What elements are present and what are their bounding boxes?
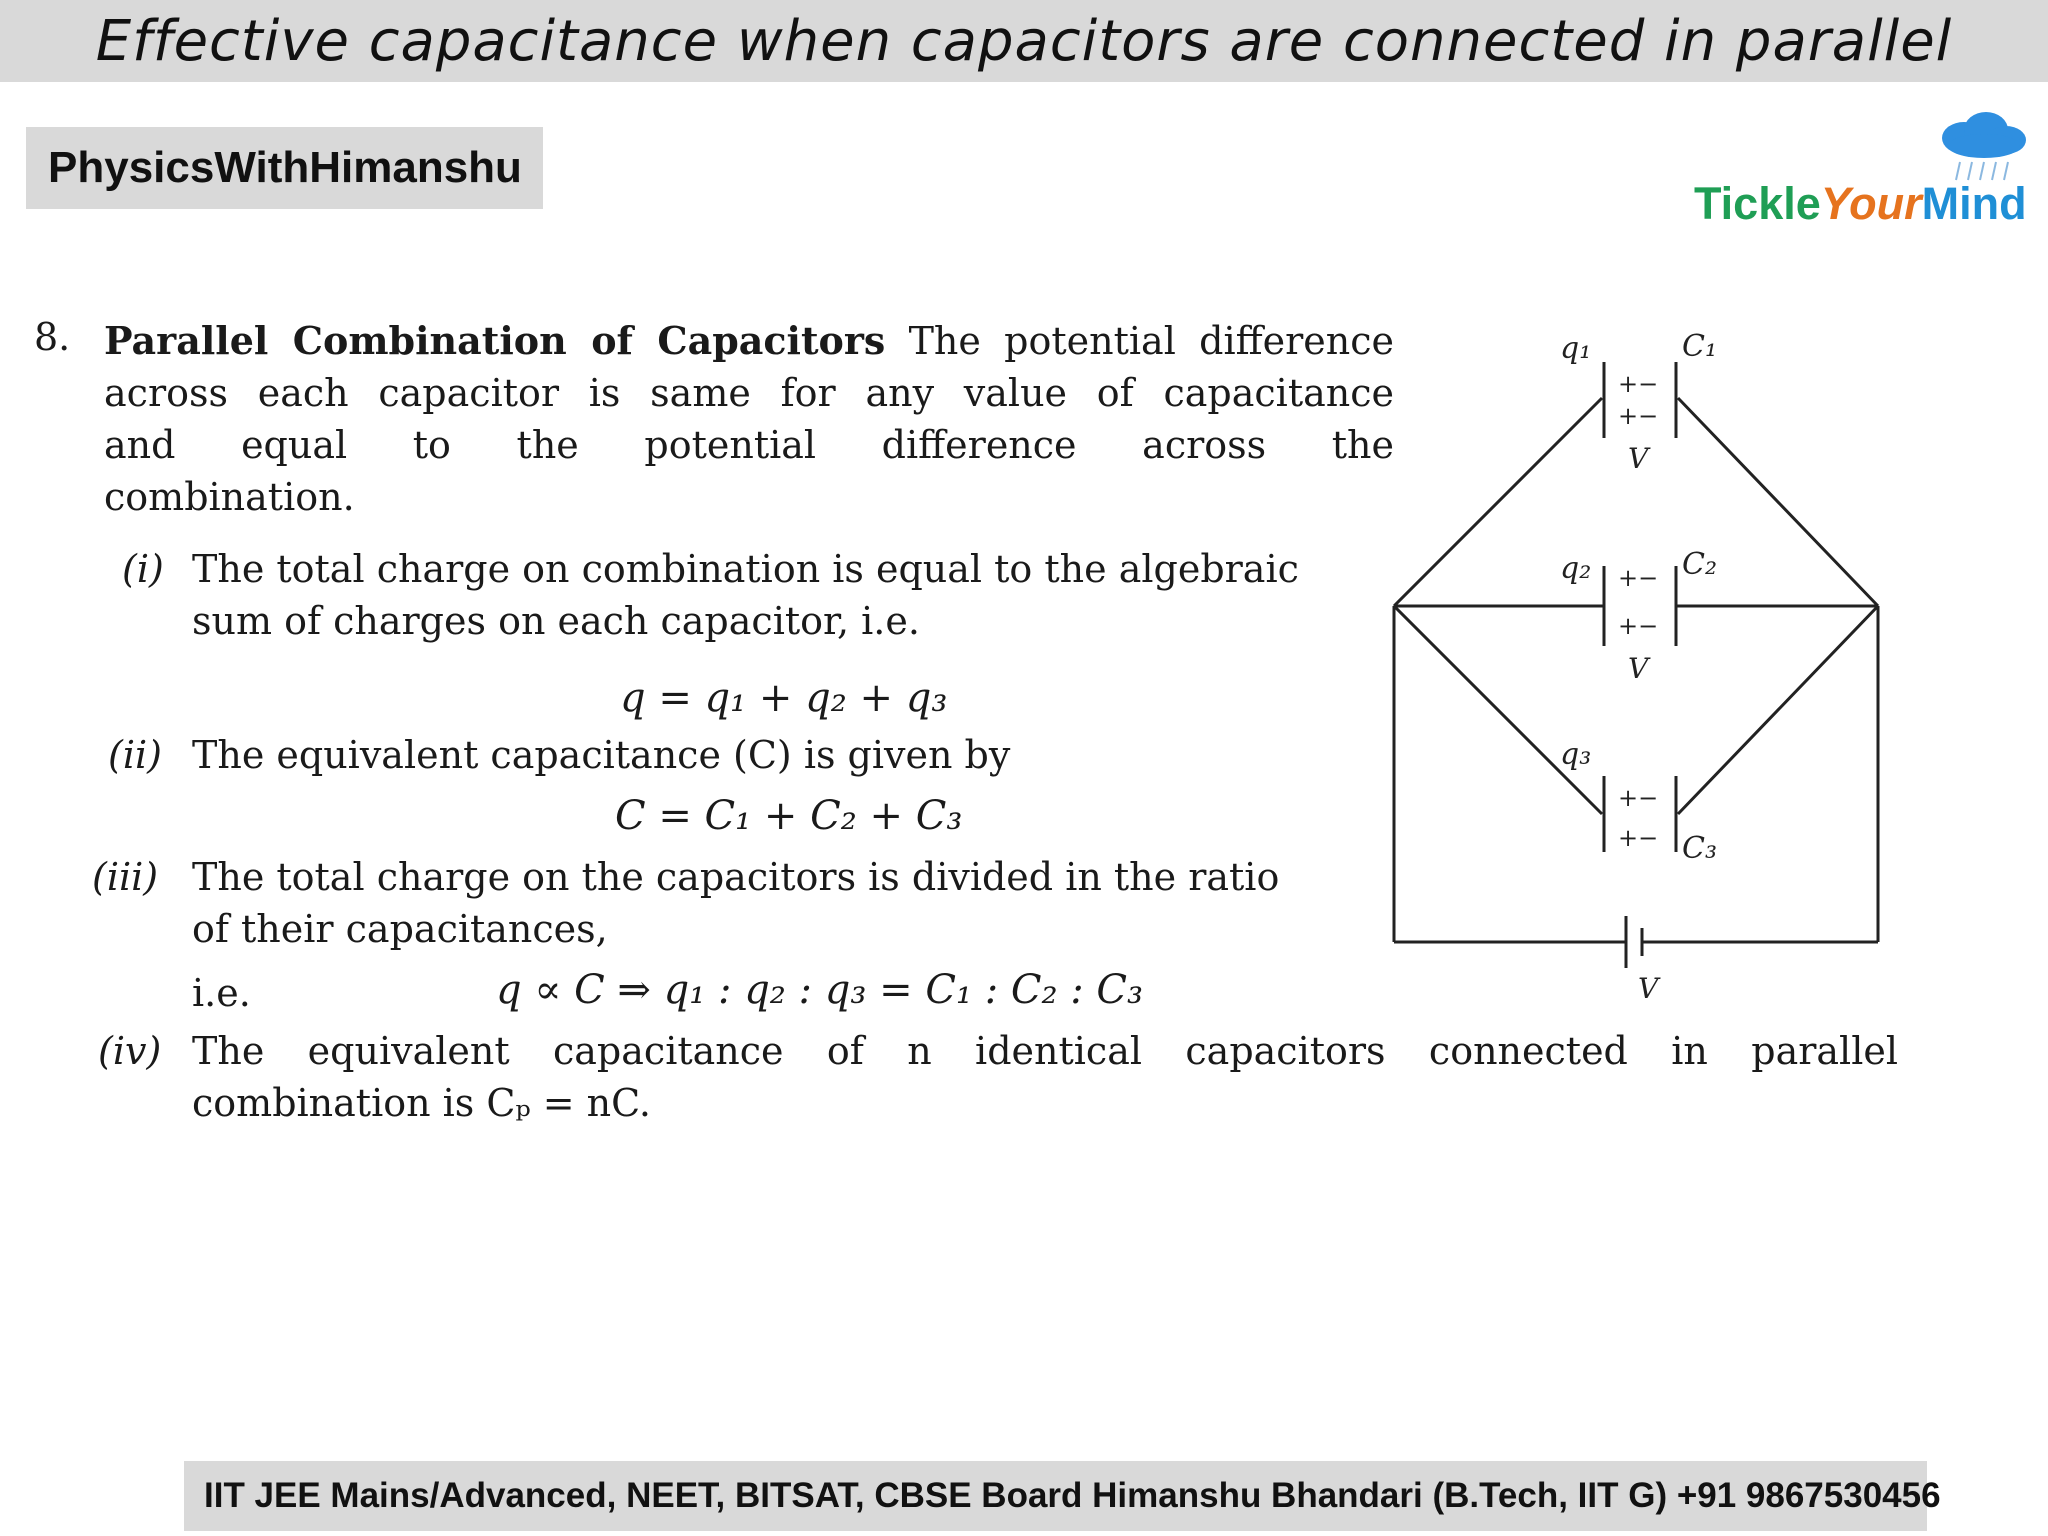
item-ii-label: (ii) <box>108 733 162 777</box>
parallel-circuit-diagram: q₁ C₁ +− +− V q₂ C₂ +− +− V q₃ C₃ +− +− … <box>1392 329 1880 1005</box>
c1-signs-top: +− <box>1618 370 1658 398</box>
item-iii-line-1: The total charge on the capacitors is di… <box>192 855 1280 899</box>
item-iii-ie: i.e. <box>192 971 251 1015</box>
c3-signs-bottom: +− <box>1618 824 1658 852</box>
c2-signs-top: +− <box>1618 564 1658 592</box>
item-iv-label: (iv) <box>98 1029 162 1073</box>
logo-tickle: Tickle <box>1694 178 1821 229</box>
c2-signs-bottom: +− <box>1618 612 1658 640</box>
cap-label-c1: C₁ <box>1682 329 1717 364</box>
c2-voltage: V <box>1628 652 1651 685</box>
item-iv-line-2: combination is Cₚ = nC. <box>192 1081 651 1125</box>
item-ii-text: The equivalent capacitance (C) is given … <box>192 729 1392 781</box>
logo-text: TickleYourMind <box>1694 178 2027 230</box>
charge-label-q2: q₂ <box>1560 551 1591 586</box>
brand-box: PhysicsWithHimanshu <box>26 127 543 209</box>
item-ii-line-1: The equivalent capacitance (C) is given … <box>192 733 1011 777</box>
footer-text: IIT JEE Mains/Advanced, NEET, BITSAT, CB… <box>204 1476 1941 1515</box>
charge-label-q1: q₁ <box>1560 331 1591 366</box>
intro-line-2: across each capacitor is same for any va… <box>104 371 1394 415</box>
logo-mind: Mind <box>1921 178 2027 229</box>
intro-line-3: and equal to the potential difference ac… <box>104 423 1394 467</box>
section-heading: Parallel Combination of Capacitors <box>104 318 886 363</box>
formula-capacitance-sum: C = C₁ + C₂ + C₃ <box>615 793 963 839</box>
formula-charge-ratio: q ∝ C ⇒ q₁ : q₂ : q₃ = C₁ : C₂ : C₃ <box>496 967 1144 1013</box>
cap-label-c3: C₃ <box>1682 831 1717 866</box>
cap-label-c2: C₂ <box>1682 547 1717 582</box>
title-bar: Effective capacitance when capacitors ar… <box>0 0 2048 82</box>
charge-label-q3: q₃ <box>1560 737 1591 772</box>
item-iii-label: (iii) <box>92 855 159 899</box>
footer-bar: IIT JEE Mains/Advanced, NEET, BITSAT, CB… <box>184 1461 1941 1531</box>
intro-line-1: The potential difference <box>908 319 1394 363</box>
item-iv-line-1: The equivalent capacitance of n identica… <box>192 1029 1898 1073</box>
intro-line-4: combination. <box>104 475 355 519</box>
item-i-line-2: sum of charges on each capacitor, i.e. <box>192 599 920 643</box>
rain-cloud-icon <box>1942 112 2026 181</box>
logo-your: Your <box>1820 178 1922 229</box>
c1-voltage: V <box>1628 442 1651 475</box>
item-i-text: The total charge on combination is equal… <box>192 543 1392 647</box>
item-iii-text: The total charge on the capacitors is di… <box>192 851 1392 955</box>
section-number: 8. <box>34 315 71 359</box>
item-i-line-1: The total charge on combination is equal… <box>192 547 1299 591</box>
battery-voltage: V <box>1638 972 1661 1005</box>
item-i-label: (i) <box>122 547 164 591</box>
intro-paragraph: Parallel Combination of Capacitors The p… <box>104 315 1394 523</box>
item-iii-line-2: of their capacitances, <box>192 907 608 951</box>
formula-charge-sum: q = q₁ + q₂ + q₃ <box>620 675 948 721</box>
tickle-your-mind-logo: TickleYourMind <box>1690 108 2030 238</box>
c1-signs-bottom: +− <box>1618 402 1658 430</box>
slide-title: Effective capacitance when capacitors ar… <box>95 8 1953 74</box>
c3-signs-top: +− <box>1618 784 1658 812</box>
item-iv-text: The equivalent capacitance of n identica… <box>192 1025 1898 1129</box>
brand-label: PhysicsWithHimanshu <box>48 143 522 192</box>
